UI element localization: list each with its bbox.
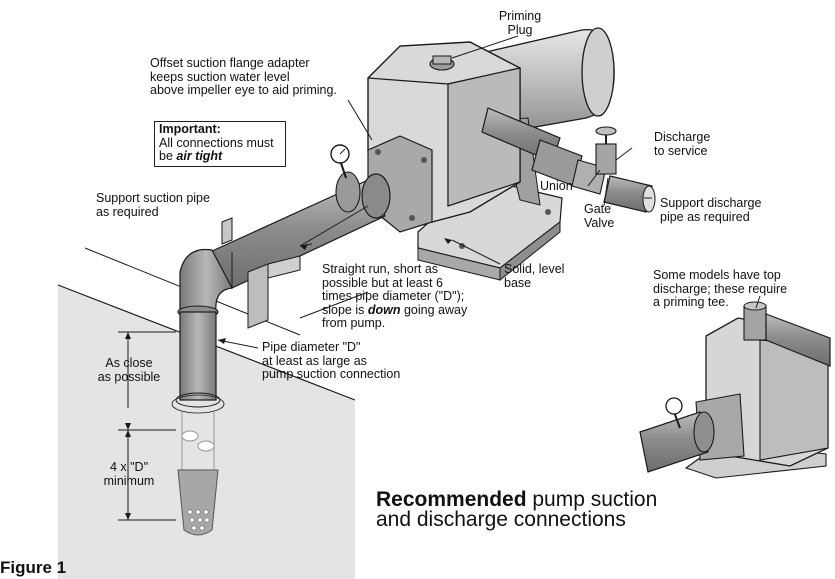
- figure-number: Figure 1: [0, 558, 67, 577]
- caption-bold: Recommended: [376, 488, 527, 511]
- important-be: be: [159, 149, 177, 163]
- important-line-2: be air tight: [159, 149, 281, 164]
- figure-caption: Recommended pump suction and discharge c…: [376, 488, 706, 531]
- arrow-heads: [125, 238, 452, 520]
- solid-base-label: Solid, level base: [504, 262, 565, 290]
- important-note: Important: All connections must be air t…: [154, 121, 286, 167]
- important-line: All connections must: [159, 135, 274, 150]
- top-discharge-label: Some models have top discharge; these re…: [653, 268, 788, 309]
- pipe-diameter-label: Pipe diameter "D" at least as large as p…: [262, 340, 401, 381]
- discharge-pipe: [481, 107, 656, 213]
- top-discharge-pump: [639, 301, 831, 479]
- straight-run-text-2: going away from pump.: [322, 302, 468, 330]
- discharge-service-label: Discharge to service: [654, 130, 711, 158]
- suction-pipe: [171, 171, 391, 536]
- air-tight-emphasis: air tight: [176, 149, 223, 163]
- support-discharge-label: Support discharge pipe as required: [660, 196, 762, 224]
- as-close-label: As close as possible: [97, 356, 161, 384]
- gate-valve-label: Gate Valve: [584, 202, 615, 230]
- down-emphasis: down: [367, 302, 401, 317]
- straight-run-label: Straight run, short as possible but at l…: [322, 262, 492, 331]
- pressure-gauge: [330, 144, 350, 179]
- support-suction-label: Support suction pipe as required: [96, 191, 210, 219]
- pipe-support: [221, 217, 301, 329]
- pump-housing: [367, 41, 551, 249]
- important-title: Important:: [159, 122, 221, 136]
- straight-run-text: Straight run, short as possible but at l…: [322, 262, 465, 317]
- offset-flange-label: Offset suction flange adapter keeps suct…: [150, 56, 337, 97]
- union-label: Union: [540, 179, 573, 193]
- caption-rest: pump suction and discharge connections: [376, 488, 658, 531]
- priming-plug-label: Priming Plug: [498, 9, 542, 37]
- four-d-label: 4 x "D" minimum: [103, 460, 155, 488]
